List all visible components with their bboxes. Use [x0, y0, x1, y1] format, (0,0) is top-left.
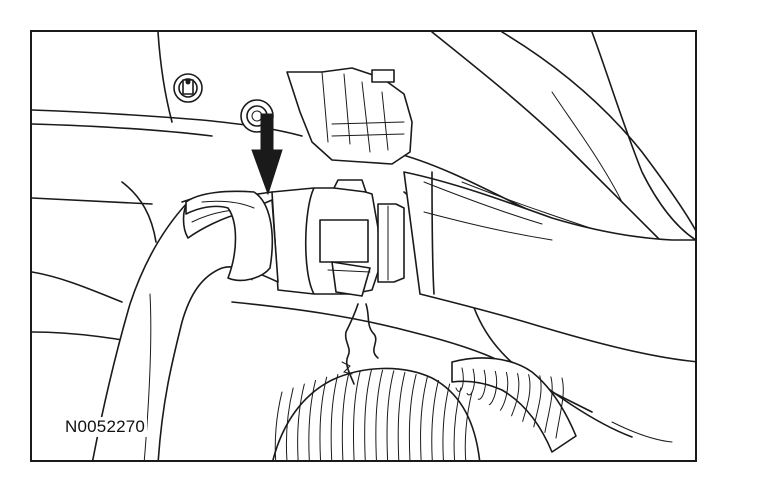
tube-rib — [544, 376, 553, 433]
tube-rib — [330, 373, 339, 460]
tube-rib — [488, 370, 498, 406]
tube-rib — [353, 370, 361, 460]
tube-rib — [285, 387, 294, 460]
tube-rib — [455, 367, 464, 392]
tube-rib — [319, 376, 328, 460]
torn-wire-wrap — [341, 303, 379, 385]
tube-rib — [274, 391, 283, 460]
engine-hose-illustration — [32, 32, 695, 460]
tube-rib — [375, 369, 384, 460]
tube-rib — [386, 370, 395, 460]
tube-rib — [466, 368, 475, 396]
figure-id-label: N0052270 — [63, 417, 148, 437]
corrugated-tube — [272, 367, 481, 460]
quick-connect-coupling — [271, 179, 405, 297]
corrugated-tube-right — [451, 357, 577, 453]
tube-rib — [408, 373, 417, 460]
tube-rib — [341, 371, 350, 460]
bolt-left — [173, 73, 203, 103]
tube-rib — [533, 375, 542, 428]
tube-rib — [364, 369, 372, 460]
tube-rib — [477, 369, 487, 400]
tube-rib — [499, 371, 509, 411]
illustration-frame: N0052270 — [30, 30, 697, 462]
tube-rib — [420, 376, 428, 460]
tube-rib — [511, 373, 520, 417]
tube-rib — [397, 371, 406, 460]
upper-bracket — [286, 67, 413, 165]
tube-rib — [308, 379, 317, 460]
tube-rib — [522, 374, 531, 422]
tube-rib — [555, 377, 564, 439]
tube-rib — [464, 391, 473, 460]
tube-rib — [431, 379, 439, 460]
tube-rib — [297, 383, 305, 460]
air-intake-duct — [403, 171, 695, 363]
down-arrow-icon — [251, 113, 283, 196]
tube-rib — [442, 383, 451, 460]
tube-rib — [453, 387, 462, 460]
hose-clamp — [185, 190, 274, 282]
